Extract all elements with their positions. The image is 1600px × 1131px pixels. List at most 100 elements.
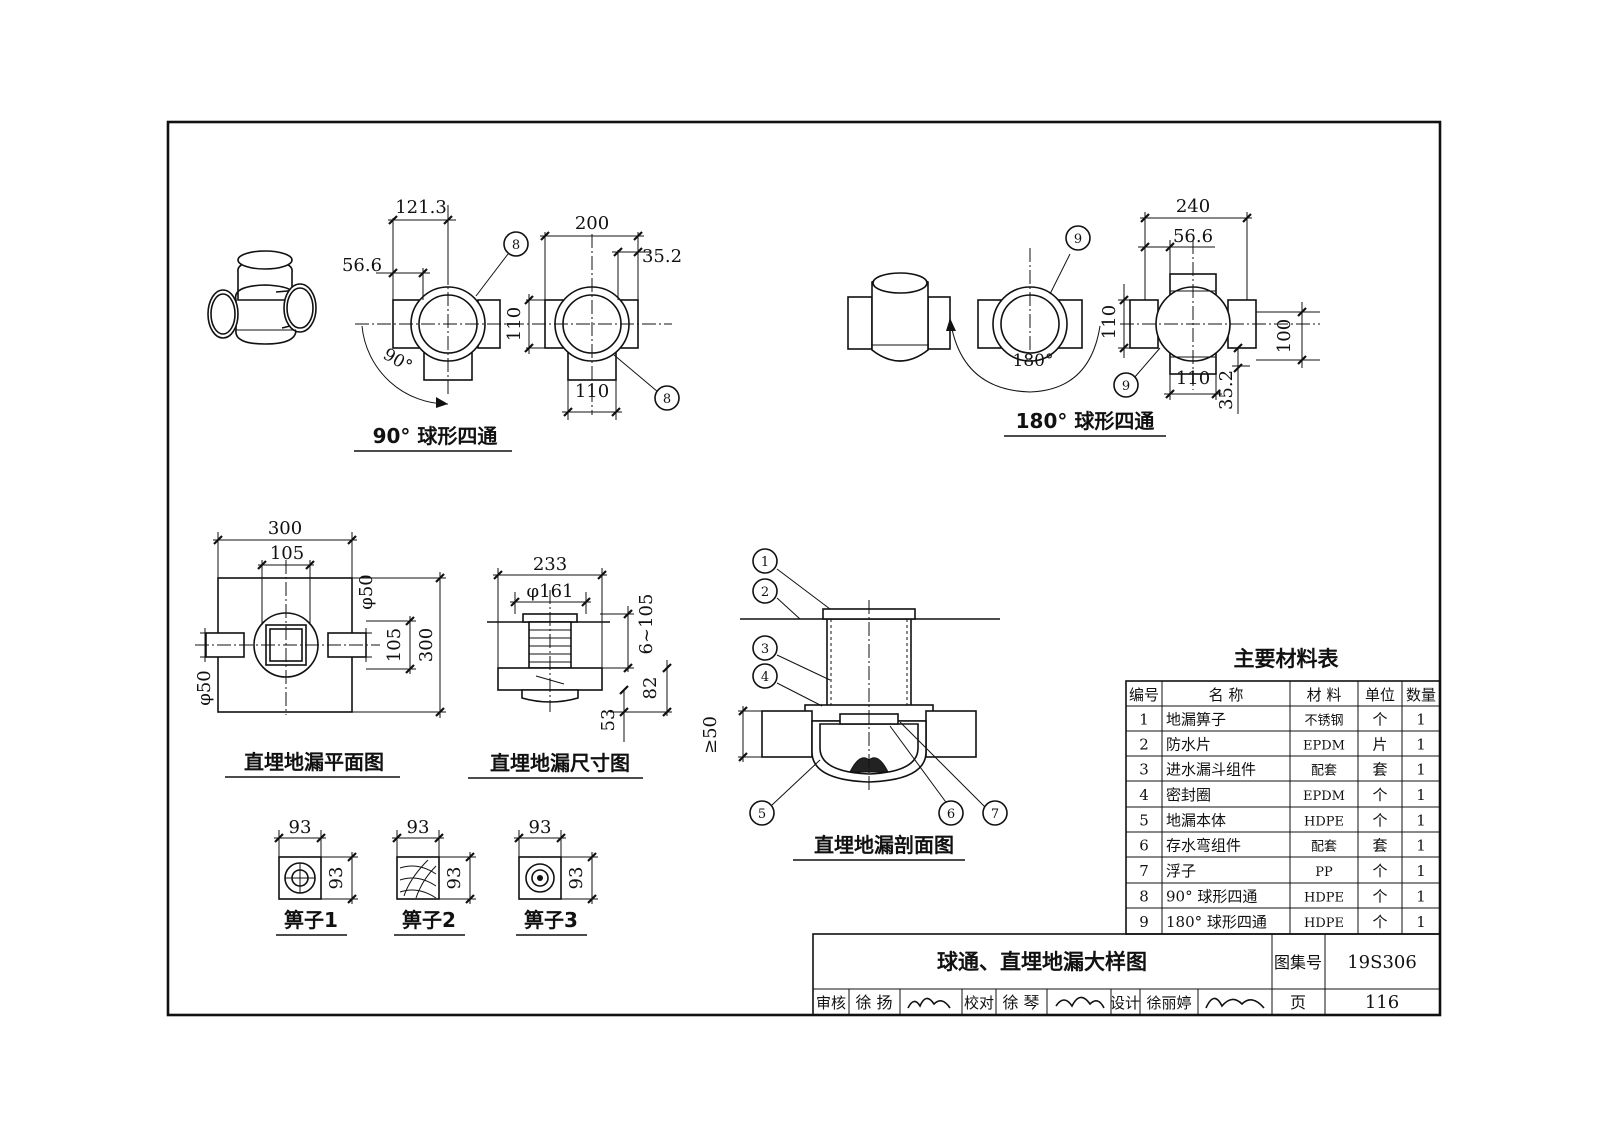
cross180-dim-a: 240 bbox=[1176, 196, 1210, 217]
cross90-dim-b: 56.6 bbox=[342, 255, 382, 276]
materials-table bbox=[1125, 680, 1441, 935]
plan-phi-top: φ50 bbox=[356, 574, 377, 610]
materials-cell: 进水漏斗组件 bbox=[1166, 761, 1256, 779]
drain-size bbox=[487, 568, 672, 742]
grate-1 bbox=[274, 830, 358, 904]
materials-cell: 1 bbox=[1416, 862, 1426, 880]
materials-cell: 1 bbox=[1416, 913, 1426, 931]
sheet-border bbox=[166, 120, 1442, 1017]
grate-1-w: 93 bbox=[289, 817, 312, 838]
drain-plan bbox=[195, 532, 446, 718]
cross90-callout-8b: 8 bbox=[663, 392, 671, 407]
size-dim-r2: 82 bbox=[640, 677, 661, 700]
reviewer-name: 徐 扬 bbox=[855, 993, 892, 1012]
materials-cell: 90° 球形四通 bbox=[1166, 888, 1257, 906]
materials-cell: 7 bbox=[1139, 862, 1149, 880]
materials-cell: 5 bbox=[1139, 812, 1149, 830]
materials-cell: 9 bbox=[1139, 913, 1149, 931]
materials-cell: 地漏箅子 bbox=[1166, 711, 1226, 729]
materials-cell: 浮子 bbox=[1166, 862, 1196, 880]
cross180-dim-e: 100 bbox=[1274, 319, 1295, 353]
materials-cell: 1 bbox=[1416, 736, 1426, 754]
materials-cell: 1 bbox=[1416, 761, 1426, 779]
materials-cell: 存水弯组件 bbox=[1166, 837, 1241, 855]
materials-header: 单位 bbox=[1365, 686, 1395, 704]
cross180-isometric bbox=[847, 272, 951, 362]
section-callout-1: 1 bbox=[761, 555, 769, 570]
drawing-title: 球通、直埋地漏大样图 bbox=[937, 950, 1147, 974]
plan-dim-inner: 105 bbox=[270, 543, 304, 564]
cross90-dim-e: 110 bbox=[504, 307, 525, 341]
materials-cell: 套 bbox=[1372, 761, 1387, 779]
materials-cell: 1 bbox=[1416, 711, 1426, 729]
materials-title: 主要材料表 bbox=[1234, 647, 1340, 671]
plan-dim-w: 300 bbox=[268, 518, 302, 539]
page-label: 页 bbox=[1290, 993, 1306, 1012]
materials-cell: 3 bbox=[1139, 761, 1149, 779]
cross90-dim-a: 121.3 bbox=[395, 197, 447, 218]
materials-cell: 1 bbox=[1416, 837, 1426, 855]
materials-cell: 个 bbox=[1372, 888, 1387, 906]
cross180-angle: 180° bbox=[1013, 351, 1054, 371]
materials-cell: 密封圈 bbox=[1166, 786, 1211, 804]
materials-cell: 不锈钢 bbox=[1304, 714, 1343, 729]
grate-3-title: 箅子3 bbox=[524, 908, 578, 932]
materials-cell: 180° 球形四通 bbox=[1166, 913, 1267, 931]
section-title: 直埋地漏剖面图 bbox=[814, 833, 954, 857]
materials-cell: 1 bbox=[1416, 888, 1426, 906]
materials-cell: 4 bbox=[1139, 786, 1149, 804]
materials-cell: HDPE bbox=[1304, 815, 1344, 830]
section-callout-7: 7 bbox=[991, 807, 999, 822]
grate-3 bbox=[514, 830, 598, 904]
cross90-callout-8: 8 bbox=[512, 238, 520, 253]
materials-cell: 地漏本体 bbox=[1166, 812, 1226, 830]
drain-section bbox=[738, 548, 1008, 826]
materials-cell: 配套 bbox=[1311, 839, 1337, 855]
grate-1-title: 箅子1 bbox=[284, 908, 338, 932]
cross180-dim-f: 35.2 bbox=[1216, 370, 1237, 410]
materials-cell: HDPE bbox=[1304, 891, 1344, 906]
grate-2-h: 93 bbox=[444, 867, 465, 890]
cross180-side bbox=[1113, 212, 1320, 414]
section-callout-6: 6 bbox=[947, 807, 955, 822]
cross180-dim-c: 110 bbox=[1099, 305, 1120, 339]
materials-header: 编号 bbox=[1129, 686, 1159, 704]
cross90-dim-c: 200 bbox=[575, 213, 609, 234]
grate-3-w: 93 bbox=[529, 817, 552, 838]
plan-dim-side: 105 bbox=[384, 628, 405, 662]
grate-3-h: 93 bbox=[566, 867, 587, 890]
cross90-title: 90° 球形四通 bbox=[373, 424, 498, 448]
materials-cell: 个 bbox=[1372, 862, 1387, 880]
cross90-side bbox=[510, 231, 680, 420]
materials-cell: 个 bbox=[1372, 913, 1387, 931]
cross180-dim-d: 110 bbox=[1176, 368, 1210, 389]
cross180-plan bbox=[946, 225, 1101, 393]
materials-cell: HDPE bbox=[1304, 916, 1344, 931]
materials-cell: 1 bbox=[1139, 711, 1149, 729]
cross90-angle: 90° bbox=[379, 344, 415, 376]
materials-cell: 个 bbox=[1372, 812, 1387, 830]
section-callout-3: 3 bbox=[761, 642, 769, 657]
atlas-number: 19S306 bbox=[1347, 952, 1417, 973]
cross90-plan bbox=[355, 205, 529, 408]
materials-cell: 片 bbox=[1372, 736, 1387, 754]
cross180-dim-b: 56.6 bbox=[1173, 226, 1213, 247]
size-dim-r3: 53 bbox=[598, 709, 619, 732]
reviewer-signature bbox=[907, 997, 951, 1009]
check-label: 校对 bbox=[964, 994, 994, 1012]
cross180-title: 180° 球形四通 bbox=[1016, 409, 1155, 433]
design-label: 设计 bbox=[1110, 994, 1140, 1012]
section-callout-2: 2 bbox=[761, 585, 769, 600]
size-phi: φ161 bbox=[527, 581, 574, 602]
cross180-callout-9b: 9 bbox=[1122, 379, 1130, 394]
materials-cell: 个 bbox=[1372, 711, 1387, 729]
section-dim-h: ≥50 bbox=[700, 716, 721, 754]
section-callout-5: 5 bbox=[758, 807, 766, 822]
materials-cell: EPDM bbox=[1303, 789, 1345, 804]
materials-cell: 1 bbox=[1416, 812, 1426, 830]
grate-1-h: 93 bbox=[326, 867, 347, 890]
size-title: 直埋地漏尺寸图 bbox=[490, 751, 630, 775]
materials-cell: EPDM bbox=[1303, 739, 1345, 754]
